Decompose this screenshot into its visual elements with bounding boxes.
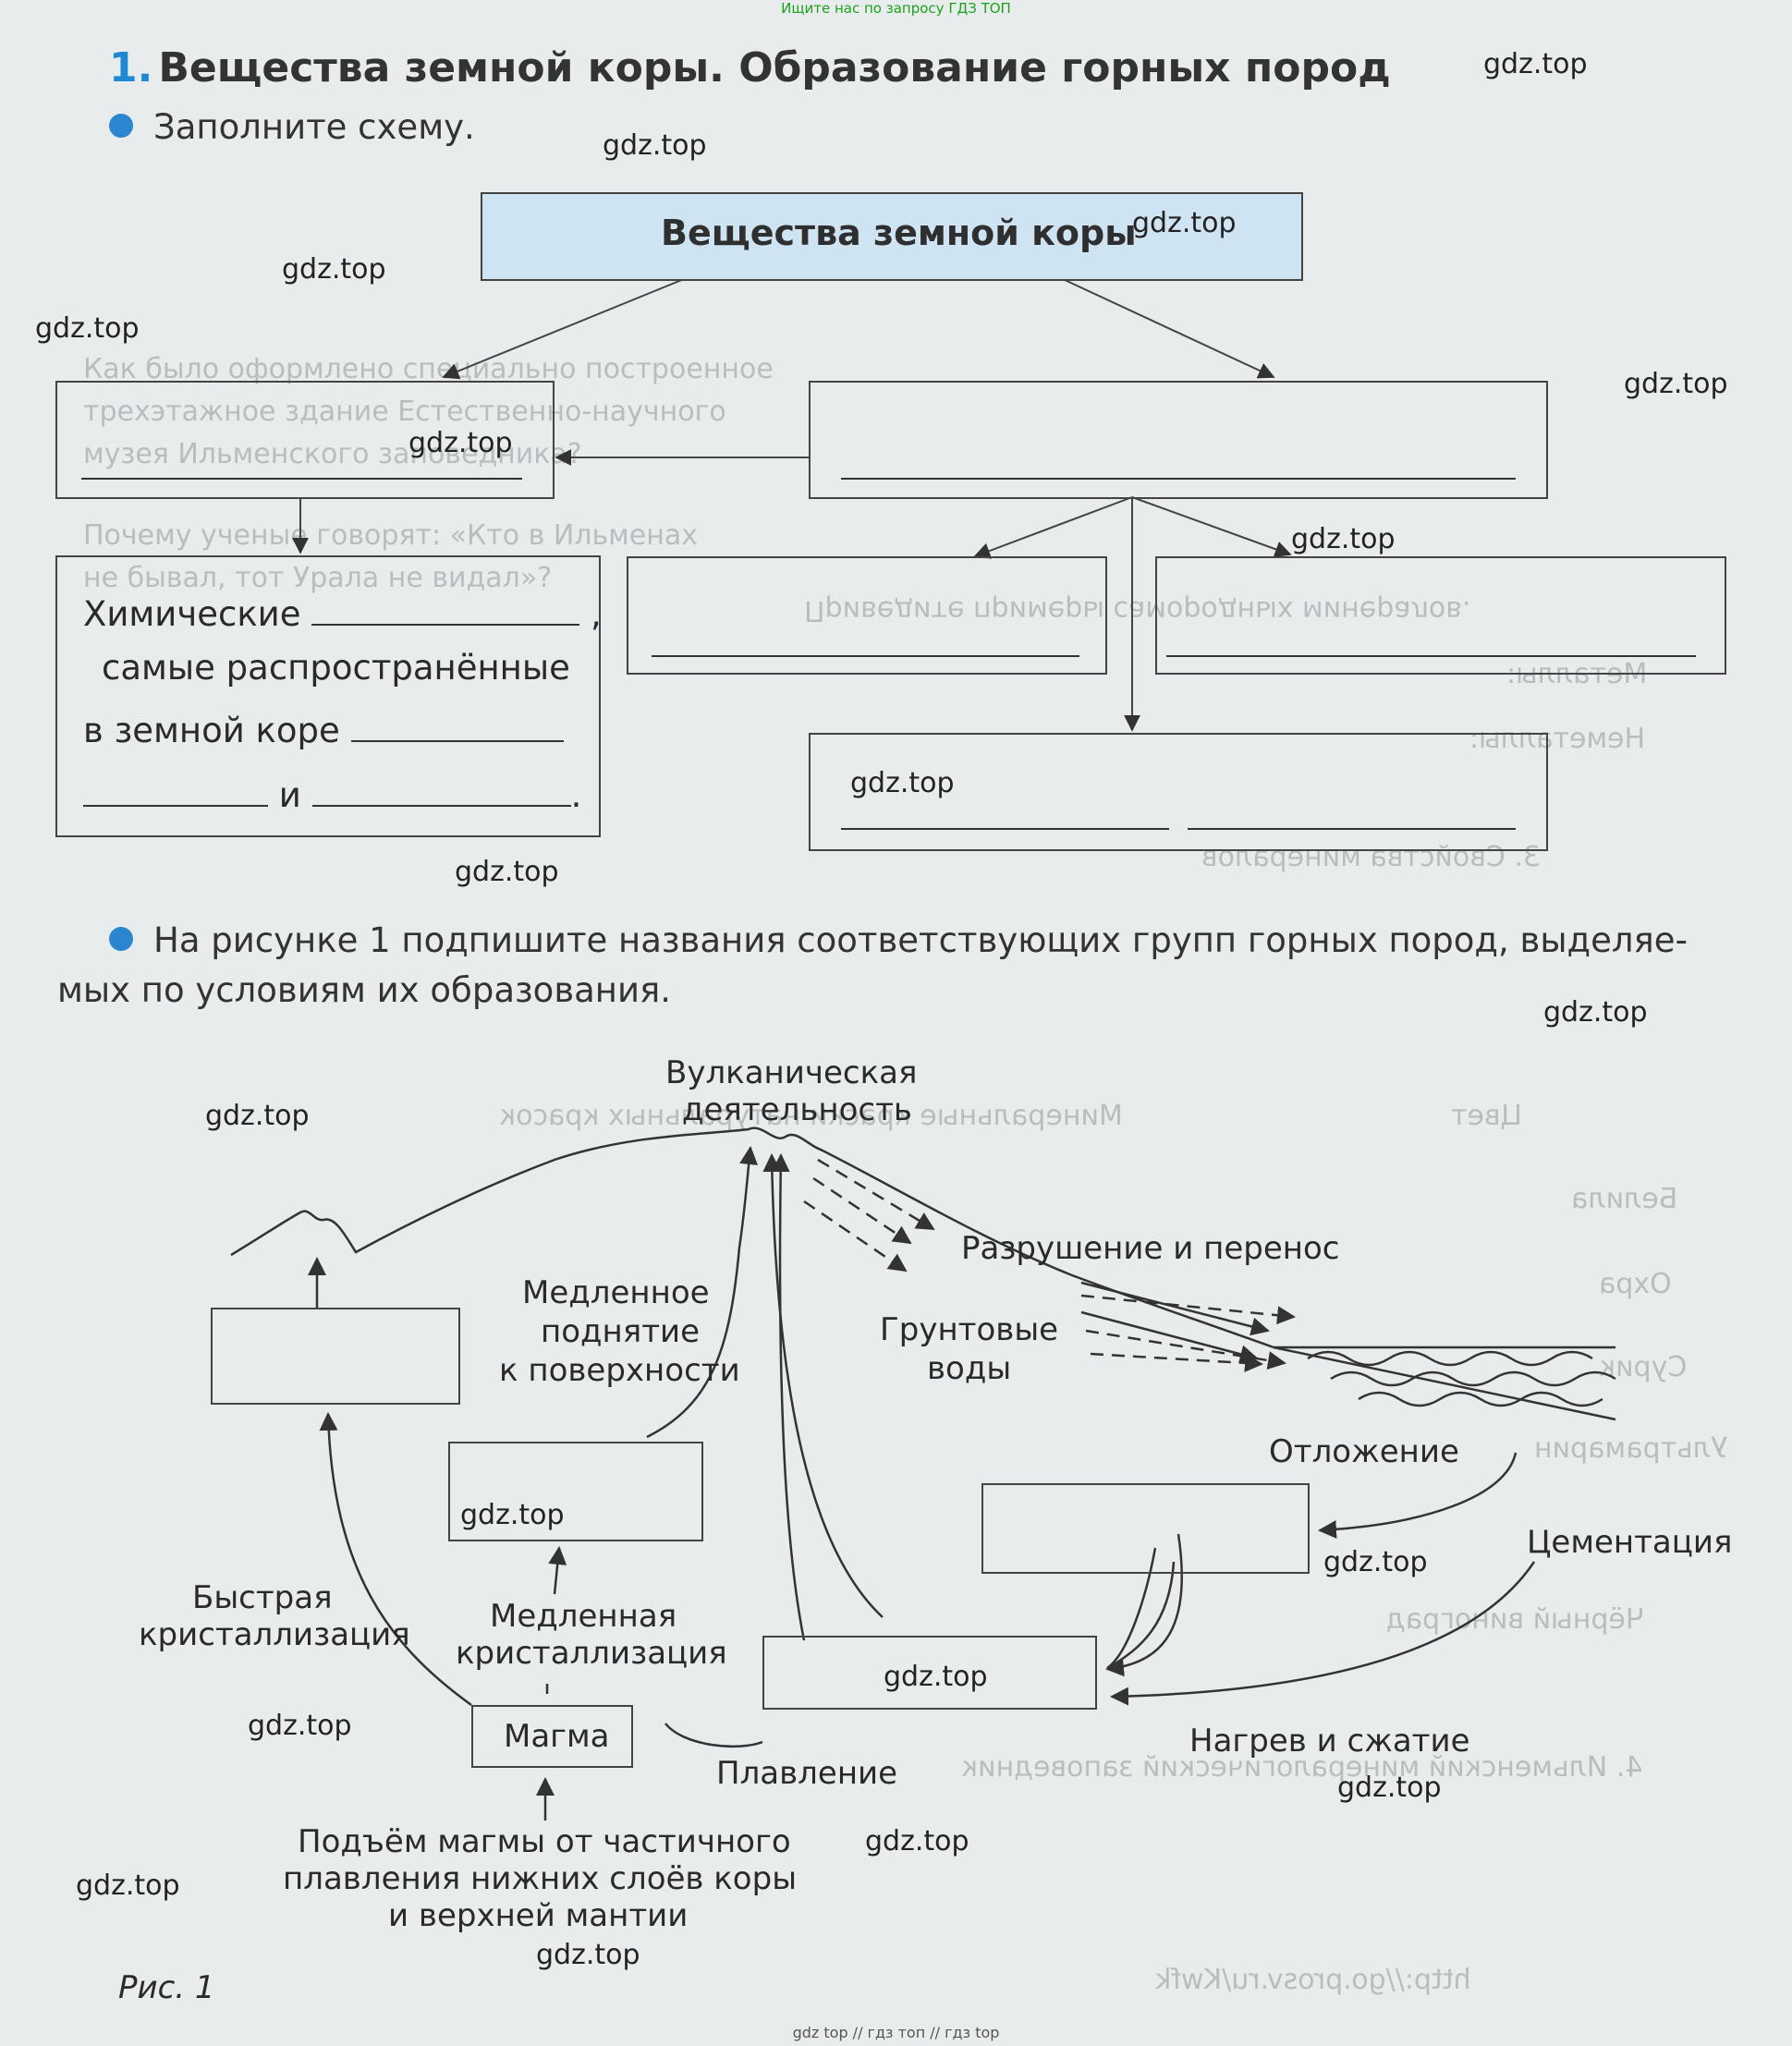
label-volcanic-2: деятельность	[682, 1091, 912, 1128]
label-slow-rise-1: Медленное	[522, 1274, 710, 1311]
label-volcanic-1: Вулканическая	[665, 1054, 918, 1091]
scheme-right-box[interactable]	[809, 381, 1548, 499]
label-rise-1: Подъём магмы от частичного	[298, 1823, 791, 1860]
label-deposition: Отложение	[1269, 1433, 1459, 1470]
fig-box-magma	[471, 1705, 633, 1768]
task-1: Заполните схему.	[109, 104, 475, 152]
bullet-icon	[109, 113, 133, 138]
scheme-root-box	[481, 192, 1303, 281]
watermark: gdz.top	[603, 129, 707, 162]
fig-box-sedimentary[interactable]	[981, 1483, 1310, 1574]
label-destruction: Разрушение и перенос	[961, 1230, 1340, 1267]
chemical-elements-box	[55, 555, 601, 837]
chem-line3: в земной коре	[83, 711, 340, 750]
chem-comma: ,	[591, 594, 602, 634]
section-title: 1.Вещества земной коры. Образование горн…	[109, 44, 1391, 91]
task-2-line-1: На рисунке 1 подпишите названия соответс…	[153, 920, 1688, 960]
watermark: gdz.top	[1323, 1546, 1428, 1578]
watermark: gdz.top	[35, 312, 140, 345]
bleed-text: музея Ильменского заповедника?	[83, 438, 582, 470]
sediment-wave-2	[1330, 1370, 1616, 1387]
watermark: gdz.top	[1483, 48, 1588, 80]
watermark: gdz.top	[884, 1661, 988, 1693]
chemical-elements-text-3: в земной коре	[83, 699, 564, 763]
section-number: 1.	[109, 44, 153, 91]
label-groundwater-2: воды	[927, 1350, 1012, 1387]
chem-blank-2[interactable]	[350, 712, 564, 742]
chem-blank-1[interactable]	[311, 596, 580, 626]
watermark: gdz.top	[1543, 996, 1648, 1029]
label-rise-3: и верхней мантии	[388, 1897, 689, 1934]
label-melting: Плавление	[716, 1755, 898, 1792]
watermark: gdz.top	[76, 1869, 180, 1902]
label-slow-rise-2: поднятие	[541, 1313, 701, 1350]
watermark: gdz.top	[865, 1825, 969, 1857]
bleed-text: Почему ученые говорят: «Кто в Ильменах	[83, 519, 698, 552]
label-rise-2: плавления нижних слоёв коры	[283, 1860, 798, 1897]
scheme-box-bottom[interactable]	[809, 733, 1548, 851]
label-slow-cryst-2: кристаллизация	[456, 1635, 727, 1672]
sediment-wave-1	[1307, 1350, 1593, 1367]
bullet-icon	[109, 926, 133, 951]
watermark: gdz.top	[850, 767, 955, 799]
task-1-text: Заполните схему.	[153, 107, 475, 147]
sediment-wave-3	[1358, 1391, 1603, 1407]
chem-blank-4[interactable]	[311, 777, 571, 807]
watermark: gdz.top	[408, 427, 513, 459]
scheme-left-box[interactable]	[55, 381, 555, 499]
section-title-text: Вещества земной коры. Образование горных…	[158, 44, 1391, 91]
label-fast-cryst-1: Быстрая	[192, 1579, 333, 1616]
watermark: gdz.top	[455, 856, 559, 888]
chemical-elements-text-4: и .	[83, 763, 581, 828]
label-heat-pressure: Нагрев и сжатие	[1189, 1723, 1470, 1760]
bleed-text: трехэтажное здание Естественно-научного	[83, 396, 726, 428]
watermark: gdz.top	[1624, 368, 1728, 400]
label-fast-cryst-2: кристаллизация	[139, 1616, 410, 1653]
figure-caption: Рис. 1	[118, 1969, 215, 2006]
task-2: На рисунке 1 подпишите названия соответс…	[109, 917, 1688, 965]
label-magma: Магма	[504, 1718, 610, 1755]
bleed-text: не бывал, тот Урала не видал»?	[83, 562, 553, 594]
fig-box-volcanic[interactable]	[211, 1308, 460, 1405]
chem-period: .	[570, 775, 582, 815]
label-slow-cryst-1: Медленная	[490, 1598, 677, 1635]
chem-line1: Химические	[83, 594, 301, 634]
label-slow-rise-3: к поверхности	[499, 1352, 740, 1389]
top-banner: Ищите нас по запросу ГДЗ ТОП	[781, 0, 1011, 17]
watermark: gdz.top	[536, 1939, 640, 1971]
watermark: gdz.top	[248, 1710, 352, 1742]
scheme-box-mid-left[interactable]	[627, 556, 1107, 675]
chemical-elements-text: Химические ,	[83, 582, 602, 647]
watermark: gdz.top	[1291, 523, 1396, 555]
bleed-text: Как было оформлено специально построенно…	[83, 353, 774, 385]
label-groundwater-1: Грунтовые	[880, 1311, 1059, 1348]
watermark: gdz.top	[1337, 1772, 1442, 1804]
fig-box-metamorphic[interactable]	[762, 1636, 1097, 1710]
bottom-banner: gdz top // гдз топ // гдз top	[792, 2024, 1000, 2041]
chem-blank-3[interactable]	[83, 777, 268, 807]
scheme-box-mid-right[interactable]	[1155, 556, 1726, 675]
watermark: gdz.top	[460, 1499, 565, 1531]
watermark: gdz.top	[1132, 207, 1237, 239]
task-2-line-2: мых по условиям их образования.	[57, 970, 672, 1010]
scheme-root-label: Вещества земной коры	[661, 213, 1137, 253]
watermark: gdz.top	[282, 253, 386, 286]
chem-line2: самые распространённые	[102, 648, 570, 688]
label-cementation: Цементация	[1527, 1524, 1733, 1561]
fig-box-intrusive[interactable]	[448, 1442, 703, 1541]
terrain-line	[230, 1127, 1274, 1349]
watermark: gdz.top	[205, 1100, 310, 1132]
chem-and: и	[278, 775, 301, 815]
